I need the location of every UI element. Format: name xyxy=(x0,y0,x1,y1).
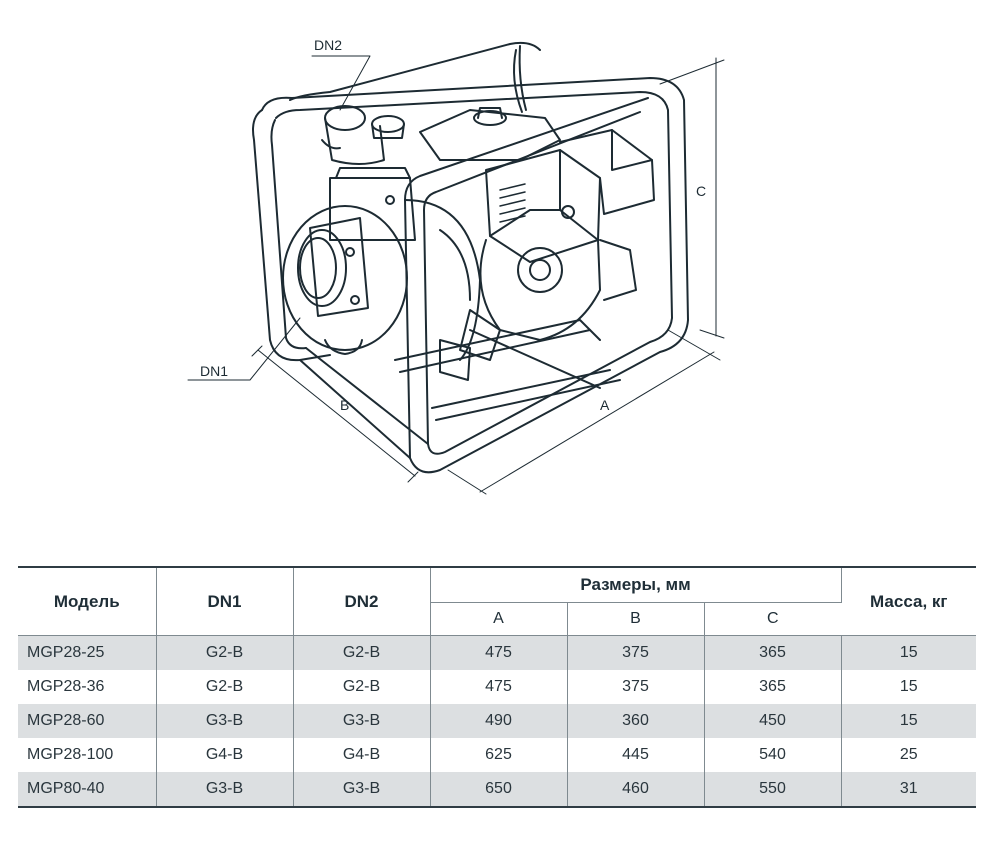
header-dn1: DN1 xyxy=(156,567,294,636)
cell-a: 650 xyxy=(430,772,568,807)
cell-model: MGP28-60 xyxy=(18,704,157,738)
header-dimensions: Размеры, мм xyxy=(430,567,842,603)
label-dim-c: C xyxy=(696,183,706,199)
header-b: B xyxy=(567,602,705,636)
header-dn2: DN2 xyxy=(293,567,431,636)
cell-a: 475 xyxy=(430,635,568,670)
cell-c: 540 xyxy=(704,738,842,772)
cell-model: MGP28-100 xyxy=(18,738,157,772)
label-dn1: DN1 xyxy=(200,363,228,379)
header-mass: Масса, кг xyxy=(870,591,948,611)
spec-table: Модель DN1 DN2 Размеры, мм Масса, кг A B… xyxy=(18,566,977,808)
cell-a: 490 xyxy=(430,704,568,738)
cell-mass: 25 xyxy=(841,738,977,772)
cell-mass: 15 xyxy=(841,635,977,670)
dimension-lines xyxy=(251,57,725,495)
table-row: MGP28-60 G3-B G3-B 490 360 450 15 xyxy=(18,704,977,738)
table-row: MGP28-25 G2-B G2-B 475 375 365 15 xyxy=(18,635,977,670)
pump-body xyxy=(282,167,481,361)
cell-dn2: G2-B xyxy=(293,670,431,704)
cell-b: 445 xyxy=(567,738,705,772)
cell-dn1: G4-B xyxy=(156,738,294,772)
cell-c: 365 xyxy=(704,670,842,704)
cell-a: 625 xyxy=(430,738,568,772)
cell-dn2: G2-B xyxy=(293,635,431,670)
cell-model: MGP80-40 xyxy=(18,772,157,807)
frame-front xyxy=(252,77,689,474)
engine xyxy=(439,129,655,381)
cell-b: 360 xyxy=(567,704,705,738)
cell-dn1: G3-B xyxy=(156,704,294,738)
cell-c: 365 xyxy=(704,635,842,670)
label-dn2: DN2 xyxy=(314,37,342,53)
cell-c: 550 xyxy=(704,772,842,807)
label-dim-a: A xyxy=(600,397,610,413)
cell-dn2: G3-B xyxy=(293,772,431,807)
cell-mass: 15 xyxy=(841,670,977,704)
cell-dn1: G2-B xyxy=(156,635,294,670)
cell-dn2: G3-B xyxy=(293,704,431,738)
header-c: C xyxy=(704,602,842,636)
cell-b: 375 xyxy=(567,635,705,670)
cell-b: 460 xyxy=(567,772,705,807)
cell-model: MGP28-25 xyxy=(18,635,157,670)
cell-b: 375 xyxy=(567,670,705,704)
frame-back xyxy=(289,41,541,113)
table-row: MGP80-40 G3-B G3-B 650 460 550 31 xyxy=(18,772,977,807)
cell-a: 475 xyxy=(430,670,568,704)
cell-c: 450 xyxy=(704,704,842,738)
fuel-tank xyxy=(419,107,561,161)
cell-mass: 31 xyxy=(841,772,977,807)
outlet-pipe xyxy=(321,105,405,165)
pump-drawing: DN2 DN1 B A C xyxy=(187,37,725,495)
table-row: MGP28-100 G4-B G4-B 625 445 540 25 xyxy=(18,738,977,772)
cell-mass: 15 xyxy=(841,704,977,738)
table-row: MGP28-36 G2-B G2-B 475 375 365 15 xyxy=(18,670,977,704)
cell-dn2: G4-B xyxy=(293,738,431,772)
label-dim-b: B xyxy=(340,397,349,413)
cell-dn1: G2-B xyxy=(156,670,294,704)
cell-dn1: G3-B xyxy=(156,772,294,807)
leader-lines xyxy=(187,55,371,381)
frame-base xyxy=(394,319,621,421)
header-a: A xyxy=(430,602,568,636)
cell-model: MGP28-36 xyxy=(18,670,157,704)
header-model: Модель xyxy=(18,567,157,636)
